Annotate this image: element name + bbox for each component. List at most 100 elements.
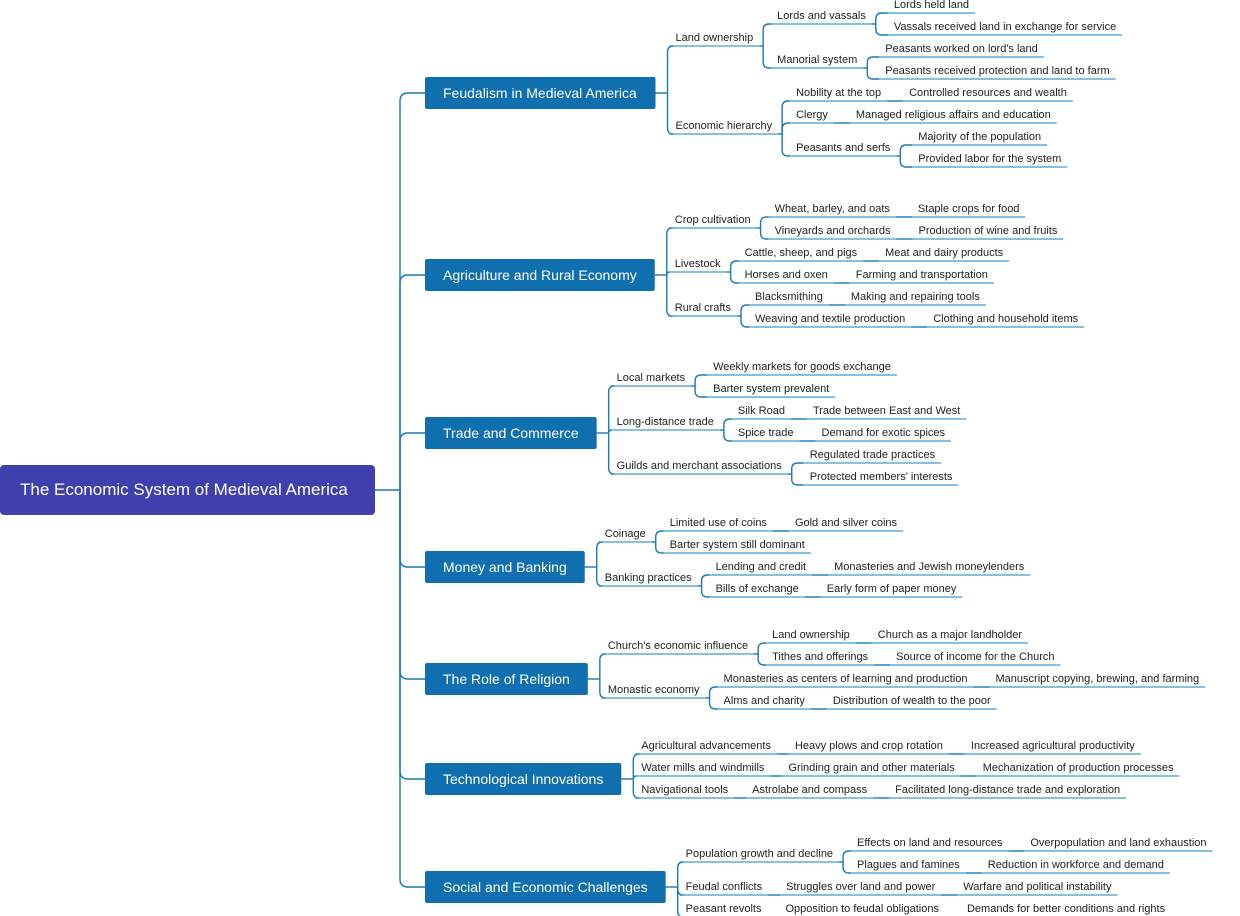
topic-cattle-sheep-and-pigs[interactable]: Cattle, sheep, and pigs — [738, 247, 864, 262]
topic-agricultural-advancements[interactable]: Agricultural advancements — [635, 740, 777, 755]
topic-struggles-over-land-and-power[interactable]: Struggles over land and power — [780, 881, 942, 896]
topic-nobility-at-the-top[interactable]: Nobility at the top — [790, 87, 888, 102]
topic-facilitated-long-distance-trade-and-exploration[interactable]: Facilitated long-distance trade and expl… — [889, 784, 1127, 799]
topic-label: Local markets — [617, 372, 686, 384]
topic-banking-practices[interactable]: Banking practices — [598, 572, 698, 587]
topic-feudal-conflicts[interactable]: Feudal conflicts — [679, 881, 769, 896]
topic-coinage[interactable]: Coinage — [598, 528, 652, 543]
topic-distribution-of-wealth-to-the-poor[interactable]: Distribution of wealth to the poor — [826, 695, 997, 710]
branch-label: Technological Innovations — [443, 771, 603, 787]
topic-demands-for-better-conditions-and-rights[interactable]: Demands for better conditions and rights — [961, 903, 1171, 916]
topic-horses-and-oxen[interactable]: Horses and oxen — [738, 269, 834, 284]
topic-plagues-and-famines[interactable]: Plagues and famines — [851, 859, 966, 874]
topic-monasteries-as-centers-of-learning-and-production[interactable]: Monasteries as centers of learning and p… — [717, 673, 974, 688]
branch-feudalism-in-medieval-america[interactable]: Feudalism in Medieval America — [425, 77, 656, 109]
topic-warfare-and-political-instability[interactable]: Warfare and political instability — [957, 881, 1118, 896]
topic-overpopulation-and-land-exhaustion[interactable]: Overpopulation and land exhaustion — [1024, 837, 1213, 852]
topic-label: Managed religious affairs and education — [856, 109, 1051, 121]
topic-manorial-system[interactable]: Manorial system — [771, 54, 864, 69]
topic-mechanization-of-production-processes[interactable]: Mechanization of production processes — [976, 762, 1180, 777]
topic-label: Cattle, sheep, and pigs — [745, 247, 858, 259]
topic-clothing-and-household-items[interactable]: Clothing and household items — [927, 313, 1085, 328]
topic-clergy[interactable]: Clergy — [790, 109, 834, 124]
topic-increased-agricultural-productivity[interactable]: Increased agricultural productivity — [964, 740, 1141, 755]
topic-navigational-tools[interactable]: Navigational tools — [635, 784, 735, 799]
topic-peasants-and-serfs[interactable]: Peasants and serfs — [790, 142, 897, 157]
topic-church-as-a-major-landholder[interactable]: Church as a major landholder — [871, 629, 1029, 644]
topic-gold-and-silver-coins[interactable]: Gold and silver coins — [788, 517, 904, 532]
topic-peasants-received-protection-and-land-to-farm[interactable]: Peasants received protection and land to… — [879, 65, 1116, 80]
branch-money-and-banking[interactable]: Money and Banking — [425, 551, 585, 583]
topic-early-form-of-paper-money[interactable]: Early form of paper money — [820, 583, 963, 598]
topic-weekly-markets-for-goods-exchange[interactable]: Weekly markets for goods exchange — [707, 361, 897, 376]
topic-effects-on-land-and-resources[interactable]: Effects on land and resources — [851, 837, 1009, 852]
topic-blacksmithing[interactable]: Blacksmithing — [748, 291, 829, 306]
topic-grinding-grain-and-other-materials[interactable]: Grinding grain and other materials — [782, 762, 961, 777]
topic-peasants-worked-on-lord-s-land[interactable]: Peasants worked on lord's land — [879, 43, 1044, 58]
connector-line — [694, 374, 708, 386]
topic-label: Peasants and serfs — [796, 142, 891, 154]
topic-wheat-barley-and-oats[interactable]: Wheat, barley, and oats — [768, 203, 896, 218]
topic-vassals-received-land-in-exchange-for-service[interactable]: Vassals received land in exchange for se… — [887, 21, 1123, 36]
topic-limited-use-of-coins[interactable]: Limited use of coins — [663, 517, 773, 532]
topic-manuscript-copying-brewing-and-farming[interactable]: Manuscript copying, brewing, and farming — [989, 673, 1206, 688]
branch-agriculture-and-rural-economy[interactable]: Agriculture and Rural Economy — [425, 259, 655, 291]
branch-trade-and-commerce[interactable]: Trade and Commerce — [425, 417, 597, 449]
topic-production-of-wine-and-fruits[interactable]: Production of wine and fruits — [912, 225, 1064, 240]
topic-bills-of-exchange[interactable]: Bills of exchange — [709, 583, 805, 598]
topic-guilds-and-merchant-associations[interactable]: Guilds and merchant associations — [610, 460, 788, 475]
topic-farming-and-transportation[interactable]: Farming and transportation — [849, 269, 994, 284]
topic-economic-hierarchy[interactable]: Economic hierarchy — [669, 120, 779, 135]
topic-water-mills-and-windmills[interactable]: Water mills and windmills — [635, 762, 771, 777]
topic-meat-and-dairy-products[interactable]: Meat and dairy products — [879, 247, 1010, 262]
root-topic[interactable]: The Economic System of Medieval America — [0, 465, 375, 515]
branch-social-and-economic-challenges[interactable]: Social and Economic Challenges — [425, 871, 666, 903]
topic-label: Land ownership — [772, 629, 850, 641]
topic-opposition-to-feudal-obligations[interactable]: Opposition to feudal obligations — [779, 903, 944, 916]
topic-local-markets[interactable]: Local markets — [610, 372, 692, 387]
topic-demand-for-exotic-spices[interactable]: Demand for exotic spices — [815, 427, 952, 442]
topic-reduction-in-workforce-and-demand[interactable]: Reduction in workforce and demand — [981, 859, 1170, 874]
topic-vineyards-and-orchards[interactable]: Vineyards and orchards — [768, 225, 897, 240]
topic-lending-and-credit[interactable]: Lending and credit — [709, 561, 813, 576]
topic-alms-and-charity[interactable]: Alms and charity — [717, 695, 811, 710]
topic-monasteries-and-jewish-moneylenders[interactable]: Monasteries and Jewish moneylenders — [828, 561, 1031, 576]
topic-protected-members-interests[interactable]: Protected members' interests — [803, 471, 959, 486]
topic-provided-labor-for-the-system[interactable]: Provided labor for the system — [912, 153, 1068, 168]
topic-trade-between-east-and-west[interactable]: Trade between East and West — [806, 405, 967, 420]
topic-church-s-economic-influence[interactable]: Church's economic influence — [601, 640, 755, 655]
branch-technological-innovations[interactable]: Technological Innovations — [425, 763, 622, 795]
topic-label: Production of wine and fruits — [919, 225, 1058, 237]
topic-lords-and-vassals[interactable]: Lords and vassals — [771, 10, 872, 25]
topic-managed-religious-affairs-and-education[interactable]: Managed religious affairs and education — [849, 109, 1057, 124]
topic-tithes-and-offerings[interactable]: Tithes and offerings — [766, 651, 875, 666]
topic-source-of-income-for-the-church[interactable]: Source of income for the Church — [890, 651, 1061, 666]
topic-weaving-and-textile-production[interactable]: Weaving and textile production — [748, 313, 912, 328]
connector-line — [791, 462, 804, 474]
topic-label: Effects on land and resources — [857, 837, 1003, 849]
topic-barter-system-still-dominant[interactable]: Barter system still dominant — [663, 539, 811, 554]
topic-monastic-economy[interactable]: Monastic economy — [601, 684, 706, 699]
topic-crop-cultivation[interactable]: Crop cultivation — [668, 214, 757, 229]
topic-land-ownership[interactable]: Land ownership — [766, 629, 856, 644]
topic-silk-road[interactable]: Silk Road — [731, 405, 791, 420]
topic-peasant-revolts[interactable]: Peasant revolts — [680, 903, 768, 916]
topic-long-distance-trade[interactable]: Long-distance trade — [610, 416, 720, 431]
topic-label: Provided labor for the system — [918, 153, 1061, 165]
topic-majority-of-the-population[interactable]: Majority of the population — [912, 131, 1048, 146]
branch-the-role-of-religion[interactable]: The Role of Religion — [425, 663, 588, 695]
topic-livestock[interactable]: Livestock — [668, 258, 727, 273]
topic-controlled-resources-and-wealth[interactable]: Controlled resources and wealth — [903, 87, 1073, 102]
topic-barter-system-prevalent[interactable]: Barter system prevalent — [707, 383, 836, 398]
topic-rural-crafts[interactable]: Rural crafts — [668, 302, 737, 317]
topic-regulated-trade-practices[interactable]: Regulated trade practices — [803, 449, 942, 464]
topic-heavy-plows-and-crop-rotation[interactable]: Heavy plows and crop rotation — [788, 740, 949, 755]
connector-line — [399, 490, 425, 680]
topic-lords-held-land[interactable]: Lords held land — [887, 0, 976, 14]
topic-land-ownership[interactable]: Land ownership — [669, 32, 760, 47]
topic-staple-crops-for-food[interactable]: Staple crops for food — [911, 203, 1026, 218]
topic-spice-trade[interactable]: Spice trade — [731, 427, 800, 442]
topic-population-growth-and-decline[interactable]: Population growth and decline — [679, 848, 840, 863]
topic-making-and-repairing-tools[interactable]: Making and repairing tools — [844, 291, 986, 306]
topic-astrolabe-and-compass[interactable]: Astrolabe and compass — [746, 784, 874, 799]
